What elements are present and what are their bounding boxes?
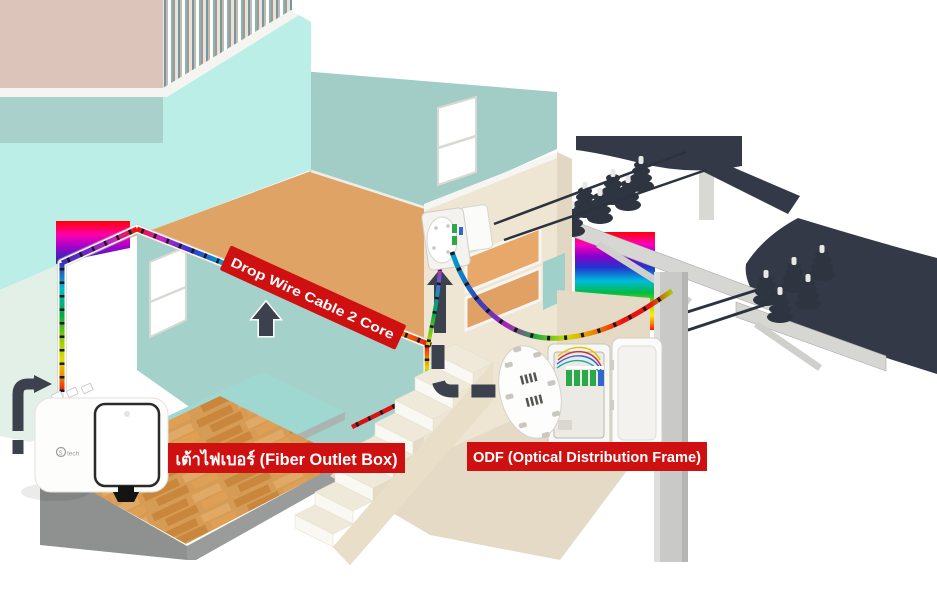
floor-slab-side-right	[187, 459, 356, 560]
messenger-wire-2	[503, 168, 707, 242]
odf-connector-green-3	[582, 370, 588, 386]
brand-logo: S tech	[55, 446, 80, 458]
staircase	[294, 343, 494, 566]
teal-band-left	[0, 97, 163, 143]
odf-banner: ODF (Optical Distribution Frame)	[467, 442, 707, 471]
lower-window	[149, 245, 187, 339]
odf-banner-text: ODF (Optical Distribution Frame)	[473, 450, 701, 466]
odf-lid-inner	[617, 345, 657, 441]
cream-wall-trim	[424, 152, 557, 211]
drop-wire-banner-bg	[220, 245, 406, 350]
lower-window-bar	[149, 285, 187, 304]
up-arrow-icon-dropwire	[248, 299, 284, 338]
entry-connector-blue	[459, 227, 463, 235]
pole-shaft-shade	[682, 272, 688, 562]
aerial-drop-cable	[449, 251, 674, 341]
dashed-route-path	[431, 345, 512, 398]
odf-connector-blue	[598, 370, 604, 386]
wall-top-trim	[0, 10, 299, 97]
upper-window-bar	[437, 134, 477, 150]
svg-text:S: S	[59, 451, 63, 457]
elbow-arrow-icon	[12, 375, 52, 454]
upper-room-teal-wall	[265, 68, 557, 208]
up-arrow-icon-exterior	[427, 269, 453, 333]
odf-connector-green-1	[566, 370, 572, 386]
entry-connector-green-1	[452, 224, 457, 233]
upper-pink-wall	[0, 0, 163, 88]
fiber-outlet-banner-text: เต้าไฟเบอร์ (Fiber Outlet Box)	[176, 449, 398, 469]
odf-banner-bg	[467, 442, 707, 471]
odf-connector-green-4	[590, 370, 596, 386]
striped-wallpaper-wall	[163, 0, 292, 88]
outlet-cable-stem	[113, 486, 139, 502]
wall-opening-lower	[464, 265, 542, 333]
fiber-outlet-box-device: S tech	[21, 382, 169, 502]
messenger-wire-1	[493, 150, 687, 226]
staircase-side	[332, 362, 494, 566]
stay-wire-2	[675, 301, 771, 336]
crossarm-brace-2	[754, 321, 822, 371]
brand-text: tech	[67, 451, 80, 458]
entry-connector-green-2	[452, 236, 457, 245]
odf-device	[498, 337, 663, 463]
odf-splice-spool	[498, 345, 562, 439]
cable-bundle-arm	[704, 160, 800, 214]
upper-baseboard	[310, 169, 427, 210]
wall-entry-box	[421, 204, 493, 346]
fiber-outlet-banner: เต้าไฟเบอร์ (Fiber Outlet Box)	[168, 443, 405, 473]
flap-button	[124, 411, 130, 417]
odf-connector-green-2	[574, 370, 580, 386]
cable-bundle-silhouette-top	[576, 136, 742, 171]
fiber-outlet-banner-bg	[168, 443, 405, 473]
floor-slab-side-left	[40, 472, 187, 560]
